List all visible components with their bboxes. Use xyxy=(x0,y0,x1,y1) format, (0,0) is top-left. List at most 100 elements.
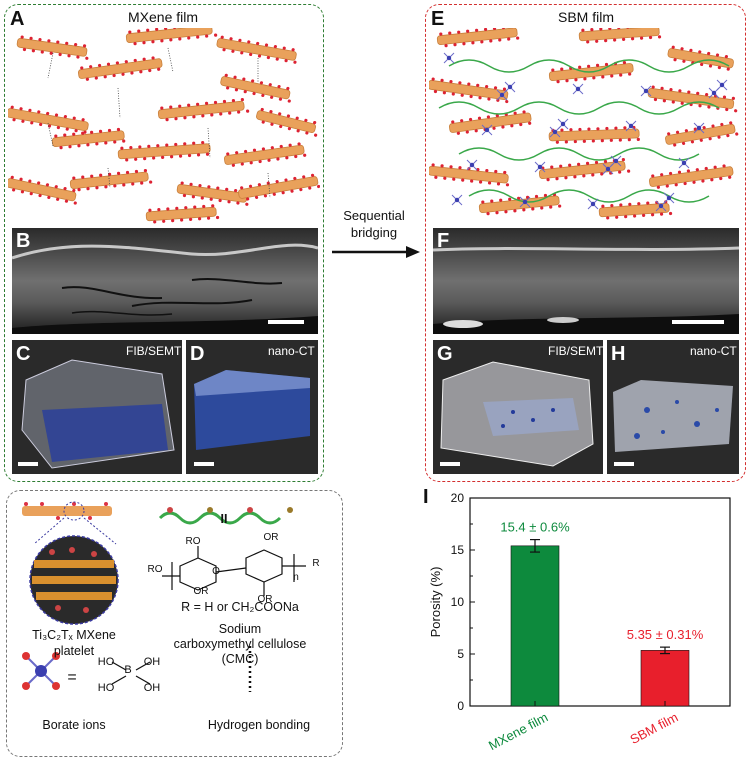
borate-ion xyxy=(534,161,546,173)
borate-ion xyxy=(716,79,728,91)
panel-letter-f: F xyxy=(437,230,450,252)
scale-bar-b xyxy=(268,320,304,324)
legend-graphics xyxy=(22,501,306,692)
borate-ion-icon xyxy=(22,652,60,690)
data-label: 5.35 ± 0.31% xyxy=(627,627,704,642)
mxene-platelet xyxy=(220,73,291,103)
borate-b: B xyxy=(124,664,132,676)
cmc-name-line-2: carboxymethyl cellulose xyxy=(173,637,307,651)
data-label: 15.4 ± 0.6% xyxy=(500,520,570,535)
cmc-or-top: OR xyxy=(263,532,279,543)
cmc-chain xyxy=(458,147,700,161)
mxene-film-title: MXene film xyxy=(128,9,199,25)
mxene-platelet xyxy=(16,35,89,60)
borate-ion xyxy=(466,159,478,171)
borate-ion xyxy=(443,52,455,64)
borate-oh-bottom: OH xyxy=(143,682,161,694)
sequential-bridging-arrow xyxy=(332,246,420,258)
sem-image-sbm xyxy=(433,228,739,334)
mxene-platelet xyxy=(51,127,126,150)
borate-ho-bottom: HO xyxy=(97,682,115,694)
mxene-platelet xyxy=(548,125,640,144)
bar-sbm-film xyxy=(640,650,690,707)
borate-ion xyxy=(504,81,516,93)
mxene-platelet xyxy=(665,121,739,147)
mxene-platelet xyxy=(8,105,89,134)
scale-bar-d xyxy=(194,462,214,466)
cmc-ro-left: RO xyxy=(147,564,163,575)
hydrogen-bond-link xyxy=(117,87,121,119)
cmc-chain xyxy=(438,101,720,115)
nano-ct-label-d: nano-CT xyxy=(268,344,315,358)
borate-ion xyxy=(625,120,637,132)
mxene-platelet xyxy=(216,35,297,64)
mxene-platelet xyxy=(436,28,520,48)
y-axis-label: Porosity (%) xyxy=(428,567,443,638)
mxene-platelet xyxy=(538,158,631,182)
cmc-chain-icon xyxy=(158,511,282,525)
mxene-platelet xyxy=(125,28,218,46)
cmc-n-subscript: n xyxy=(293,572,299,583)
cmc-or-bottom-left: OR xyxy=(193,586,209,597)
borate-ion xyxy=(481,124,493,136)
bar-mxene-film xyxy=(510,545,560,707)
cmc-name-line-3: (CMC) xyxy=(221,652,259,666)
x-tick-label: MXene film xyxy=(486,709,550,753)
scale-bar-c xyxy=(18,462,38,466)
cmc-r-end: R xyxy=(312,558,320,569)
hydrogen-bond-link xyxy=(167,47,174,73)
arrow-label-line-1: Sequential xyxy=(343,208,405,223)
fib-semt-image-mxene xyxy=(12,340,182,474)
y-tick-label: 20 xyxy=(451,491,465,505)
scale-bar-g xyxy=(440,462,460,466)
mxene-platelet xyxy=(578,28,662,44)
cmc-or-bottom-right: OR xyxy=(257,594,273,605)
mxene-platelet xyxy=(69,168,153,192)
x-tick-label: SBM film xyxy=(627,709,680,747)
borate-ion xyxy=(678,157,690,169)
borate-oh-top: OH xyxy=(143,656,161,668)
nano-ct-label-h: nano-CT xyxy=(690,344,737,358)
mxene-platelet xyxy=(429,77,509,104)
borate-ion xyxy=(610,155,622,167)
y-tick-label: 15 xyxy=(451,543,465,557)
mxene-platelet xyxy=(238,173,320,201)
mxene-platelet-label: Ti₃C₂Tₓ MXene platelet xyxy=(32,628,116,658)
hydrogen-bond-link xyxy=(267,172,271,199)
cmc-chain xyxy=(448,59,730,73)
panel-letter-g: G xyxy=(437,343,453,365)
hydrogen-bond-link xyxy=(47,52,54,79)
mxene-platelet-icon xyxy=(22,502,112,520)
mxene-platelet xyxy=(223,142,307,167)
panel-letter-d: D xyxy=(190,343,205,365)
cmc-name-line-1: Sodium xyxy=(218,622,262,636)
borate-ion xyxy=(519,196,531,208)
borate-ion xyxy=(693,122,705,134)
panel-letter-i: I xyxy=(423,486,429,508)
mxene-platelet xyxy=(429,163,510,187)
mxene-platelet xyxy=(145,204,220,224)
borate-ion xyxy=(663,192,675,204)
panel-letter-c: C xyxy=(16,343,31,365)
fib-semt-label-g: FIB/SEMT xyxy=(548,344,604,358)
borate-ion xyxy=(572,83,584,95)
sbm-film-title: SBM film xyxy=(558,9,614,25)
hydrogen-bond-link xyxy=(207,127,211,159)
arrow-label-line-2: bridging xyxy=(350,225,398,240)
cmc-o-mid: O xyxy=(212,566,220,577)
mxene-film-panel-group xyxy=(4,4,324,482)
hydrogen-bonding-label: Hydrogen bonding xyxy=(207,718,311,732)
borate-ion xyxy=(451,194,463,206)
panel-letter-h: H xyxy=(611,343,626,365)
mxene-film-schematic xyxy=(8,28,320,224)
sbm-film-schematic xyxy=(429,28,739,220)
scale-bar-h xyxy=(614,462,634,466)
nano-ct-image-mxene xyxy=(186,340,318,474)
mxene-platelet xyxy=(8,175,77,205)
sem-image-mxene xyxy=(12,228,318,334)
borate-ion xyxy=(557,118,569,130)
mxene-platelet xyxy=(648,164,734,189)
panel-letter-b: B xyxy=(16,230,31,252)
